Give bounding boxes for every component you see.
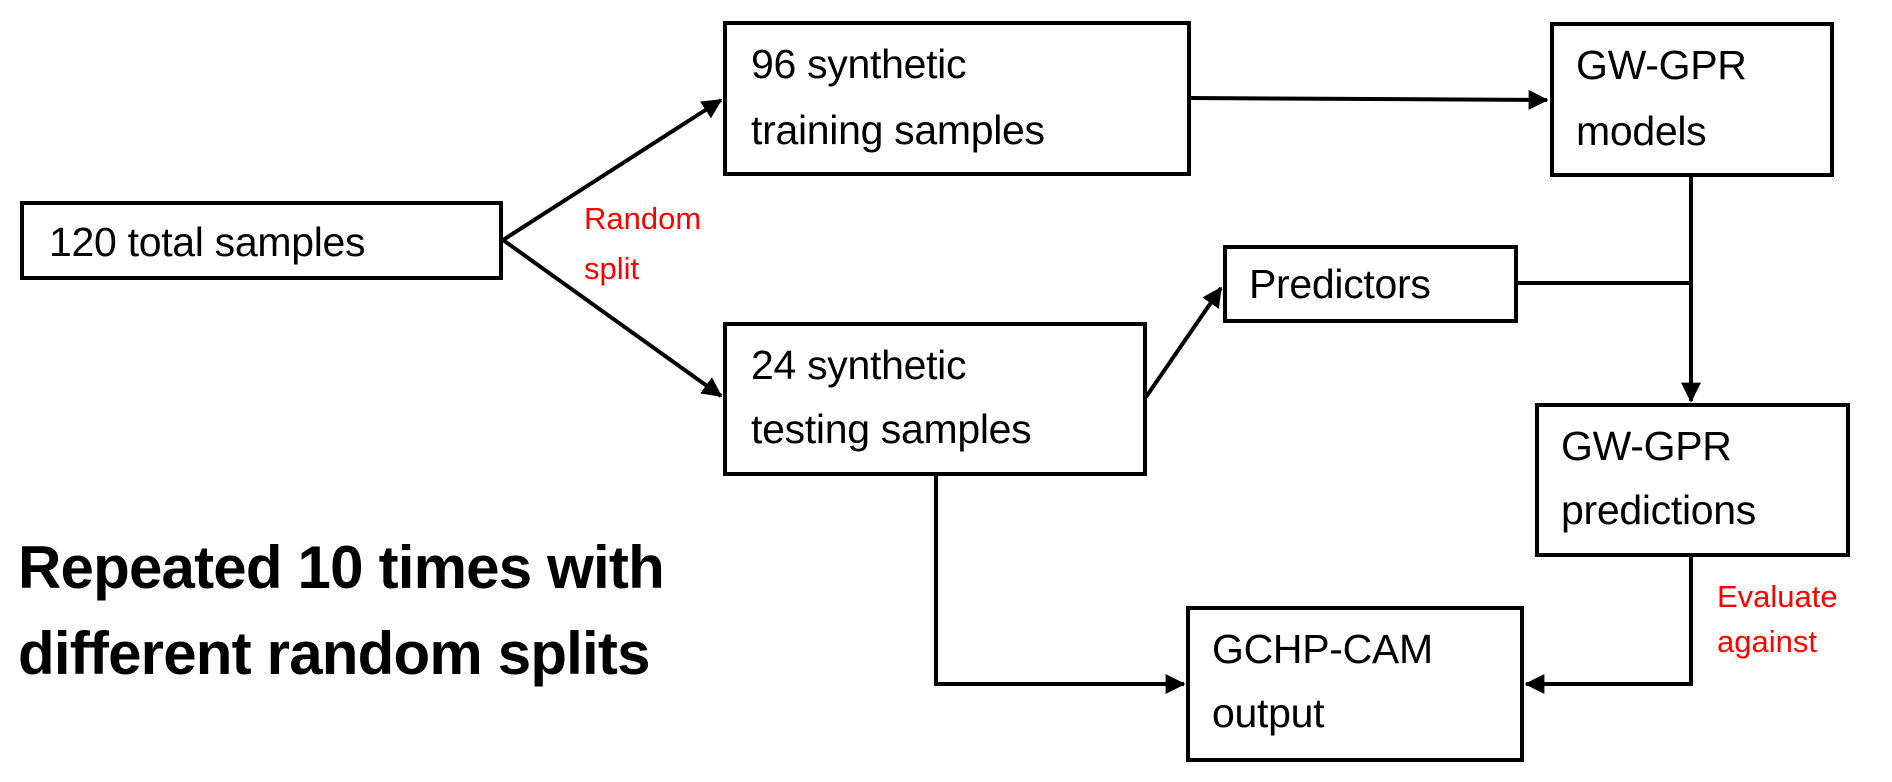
- node-training-samples-line1: 96 synthetic: [751, 41, 967, 87]
- edge-label-evaluate-against-line2: against: [1717, 624, 1817, 659]
- edge-predictions-to-gchp: [1524, 556, 1693, 694]
- edge-label-random-split-line1: Random: [584, 201, 702, 236]
- node-gchp-output: GCHP-CAM output: [1186, 606, 1524, 762]
- edge-testing-to-predictors: [1144, 286, 1223, 399]
- node-predictors: Predictors: [1223, 245, 1518, 323]
- node-testing-samples: 24 synthetic testing samples: [723, 322, 1147, 476]
- node-testing-samples-line2: testing samples: [751, 406, 1032, 452]
- node-predictors-label: Predictors: [1249, 261, 1431, 307]
- node-gchp-output-line2: output: [1212, 690, 1325, 736]
- node-models: GW-GPR models: [1550, 22, 1834, 177]
- node-predictions-line2: predictions: [1561, 487, 1756, 533]
- node-total-samples-label: 120 total samples: [49, 219, 366, 265]
- node-training-samples-line2: training samples: [751, 107, 1045, 153]
- edge-training-to-models: [1189, 89, 1549, 110]
- node-testing-samples-line1: 24 synthetic: [751, 342, 967, 388]
- edge-label-random-split-line2: split: [584, 251, 640, 286]
- node-predictions-line1: GW-GPR: [1561, 423, 1732, 469]
- edge-label-evaluate-against-line1: Evaluate: [1717, 579, 1838, 614]
- repeat-note-line2: different random splits: [18, 620, 650, 687]
- node-training-samples: 96 synthetic training samples: [723, 21, 1191, 176]
- node-models-line2: models: [1576, 108, 1707, 154]
- node-models-line1: GW-GPR: [1576, 42, 1747, 88]
- node-total-samples: 120 total samples: [20, 201, 503, 280]
- repeat-note-line1: Repeated 10 times with: [18, 534, 665, 601]
- node-gchp-output-line1: GCHP-CAM: [1212, 626, 1433, 672]
- edge-testing-to-gchp: [934, 475, 1186, 694]
- node-predictions: GW-GPR predictions: [1535, 403, 1850, 557]
